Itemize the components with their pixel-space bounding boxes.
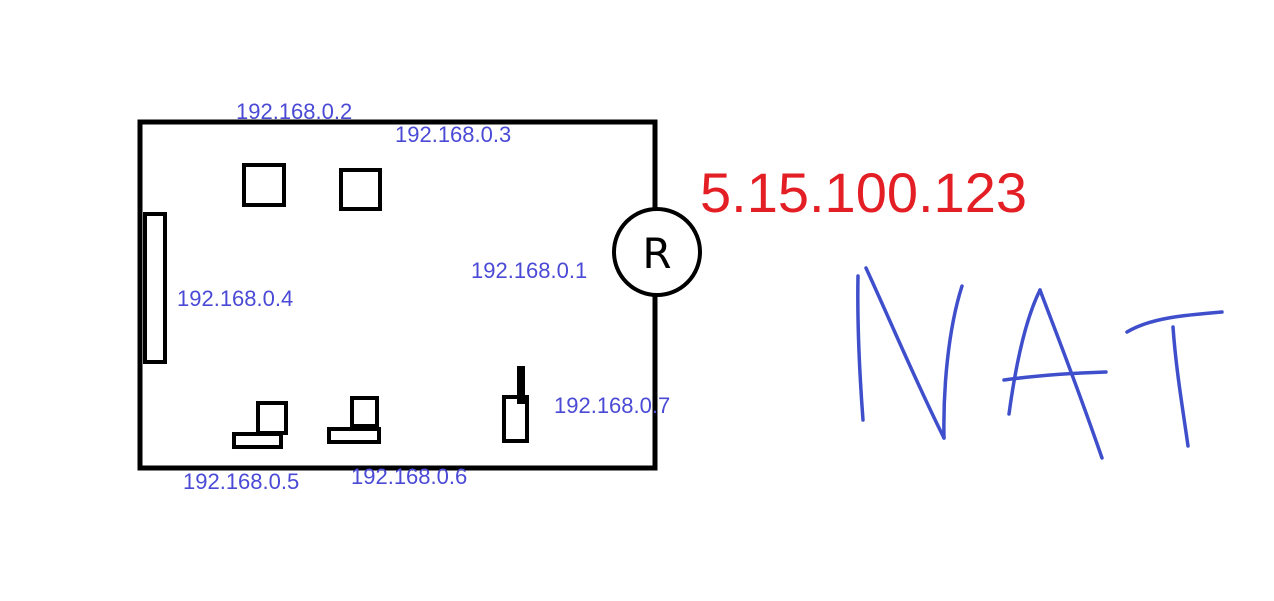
router-letter: R bbox=[642, 229, 671, 278]
device-ip-label: 192.168.0.2 bbox=[236, 99, 352, 124]
device-ip-label: 192.168.0.7 bbox=[554, 393, 670, 418]
device-ip-label: 192.168.0.6 bbox=[351, 464, 467, 489]
router-lan-ip-label: 192.168.0.1 bbox=[471, 258, 587, 283]
tall-server-icon bbox=[143, 212, 167, 364]
desktop-square-icon bbox=[339, 168, 382, 211]
desktop-square-icon bbox=[242, 163, 286, 207]
laptop-icon bbox=[232, 401, 288, 449]
phone-icon bbox=[502, 366, 529, 443]
laptop-icon bbox=[327, 396, 381, 444]
device-ip-label: 192.168.0.5 bbox=[183, 469, 299, 494]
device-ip-label: 192.168.0.3 bbox=[395, 122, 511, 147]
device-ip-label: 192.168.0.4 bbox=[177, 286, 293, 311]
public-ip-label: 5.15.100.123 bbox=[700, 161, 1027, 224]
router-circle-icon bbox=[612, 207, 702, 297]
handwritten-nat-title bbox=[856, 266, 1224, 460]
